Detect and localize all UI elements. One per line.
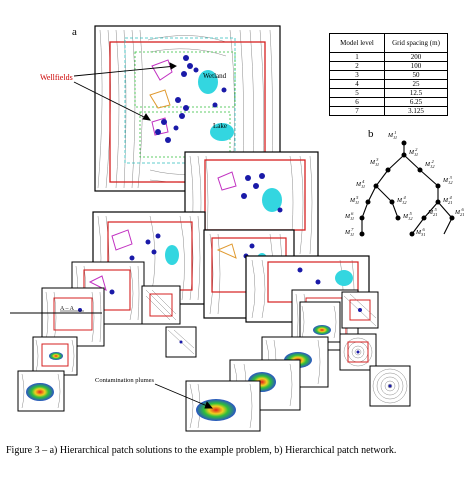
model-level-7-left [17,370,65,412]
section-line [10,310,102,314]
network-node-label: M112 [409,147,419,158]
spacing-cell: 100 [384,61,448,71]
spacing-cell: 6.25 [384,97,448,107]
network-node-label: M115 [350,195,360,206]
figure-caption: Figure 3 – a) Hierarchical patch solutio… [6,445,397,456]
level-cell: 6 [329,97,385,107]
panel-b-label: b [368,128,374,140]
spacing-cell: 200 [384,52,448,62]
level-cell: 5 [329,88,385,98]
header-grid-spacing: Grid spacing (m) [384,33,448,53]
network-node-label: M215 [428,207,438,218]
network-node-label: M214 [443,195,453,206]
network-node-label: M122 [425,159,435,170]
network-node-label: M111 [388,130,398,141]
network-node-label: M116 [345,211,355,222]
level-cell: 4 [329,79,385,89]
network-node-label: M124 [397,195,407,206]
level-cell: 2 [329,61,385,71]
network-edges [361,143,453,235]
network-nodes [359,140,455,237]
lake-label: Lake [213,122,227,130]
level-cell: 7 [329,106,385,116]
panel-a-label: a [72,26,77,38]
level-cell: 1 [329,52,385,62]
level-cell: 3 [329,70,385,80]
spacing-cell: 12.5 [384,88,448,98]
network-node-label: M114 [356,179,366,190]
network-node-label: M113 [370,157,380,168]
plume-patches-bottom [185,301,341,432]
network-node-label: M216 [455,207,465,218]
model-level-6-left [32,336,78,376]
spacing-cell: 3.125 [384,106,448,116]
header-model-level: Model level [329,33,385,53]
wetland-label: Wetland [203,72,227,80]
network-node-label: M316 [416,227,426,238]
network-node-label: M125 [403,211,413,222]
annotation-arrows [73,62,213,409]
table-header-row: Model level Grid spacing (m) [329,33,448,53]
contamination-plumes-label: Contamination plumes [95,377,155,384]
model-level-5-left [41,287,105,347]
network-node-label: M123 [443,175,453,186]
network-node-label: M117 [345,227,355,238]
section-label: A – A [60,306,75,312]
zoom-patches-center [141,285,197,358]
spacing-cell: 50 [384,70,448,80]
wellfields-label: Wellfields [40,73,73,82]
spacing-cell: 25 [384,79,448,89]
